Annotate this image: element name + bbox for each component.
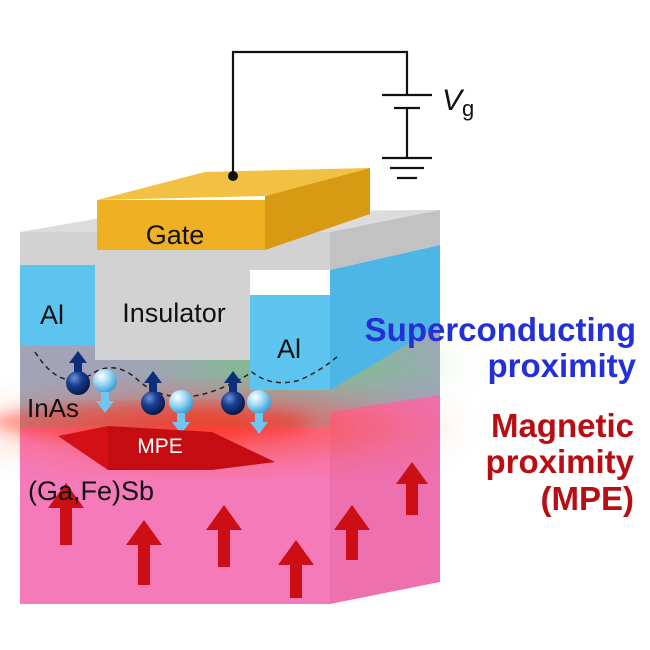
al-left-label: Al <box>40 300 64 330</box>
gate-front-face <box>97 200 265 250</box>
spin-down-icon <box>169 390 193 414</box>
al-right-side <box>330 245 440 390</box>
gafesb-label: (Ga,Fe)Sb <box>28 476 154 506</box>
wavefunction-curve <box>34 351 339 398</box>
battery-icon <box>382 93 432 110</box>
cooper-pair <box>66 351 117 413</box>
vg-symbol: V <box>442 84 465 117</box>
spin-up-icon <box>66 371 90 395</box>
superconducting-proximity-label: Superconducting proximity <box>364 311 636 385</box>
superconducting-line-1: Superconducting <box>364 311 636 348</box>
magnetization-arrow-icon <box>334 505 370 560</box>
insulator-label: Insulator <box>122 298 226 328</box>
al-left-electrode <box>20 265 95 345</box>
insulator-body <box>95 262 250 360</box>
spin-up-icon <box>221 391 245 415</box>
magnetic-line-3: (MPE) <box>540 479 635 517</box>
magnetization-arrow-icon <box>278 540 314 598</box>
al-right-front <box>250 295 330 390</box>
spin-up-icon <box>141 391 165 415</box>
wire-contact-dot <box>228 171 238 181</box>
insulator-side-face <box>330 210 440 270</box>
magnetization-arrows <box>48 462 428 598</box>
gate-side-face <box>265 168 370 250</box>
magnetization-arrow-icon <box>206 505 242 567</box>
vg-subscript: g <box>462 96 474 121</box>
gate-electrode <box>97 168 370 250</box>
ground-icon <box>382 156 432 180</box>
inas-label: InAs <box>27 393 79 423</box>
magnetization-arrow-icon <box>396 462 428 515</box>
mpe-arrow-label: MPE <box>137 435 183 458</box>
cooper-pair <box>221 371 271 434</box>
gate-circuit <box>231 50 409 176</box>
mpe-arrow-body <box>108 426 275 470</box>
wire <box>231 50 409 176</box>
al-left-front <box>20 265 95 345</box>
gate-top-face <box>97 168 370 200</box>
vg-label: Vg <box>442 84 474 121</box>
al-right-label: Al <box>277 334 301 364</box>
magnetization-arrow-icon <box>48 483 84 545</box>
magnetic-line-2: proximity <box>485 443 634 481</box>
magnetic-proximity-label: Magnetic proximity (MPE) <box>485 407 635 517</box>
magnetic-line-1: Magnetic <box>490 407 634 444</box>
al-right-electrode <box>250 245 440 390</box>
spin-down-icon <box>93 369 117 393</box>
superconducting-line-2: proximity <box>487 347 636 385</box>
spin-down-icon <box>247 390 271 414</box>
magnetization-arrow-icon <box>126 520 162 585</box>
cooper-pair <box>141 371 193 434</box>
gate-label: Gate <box>146 220 205 250</box>
